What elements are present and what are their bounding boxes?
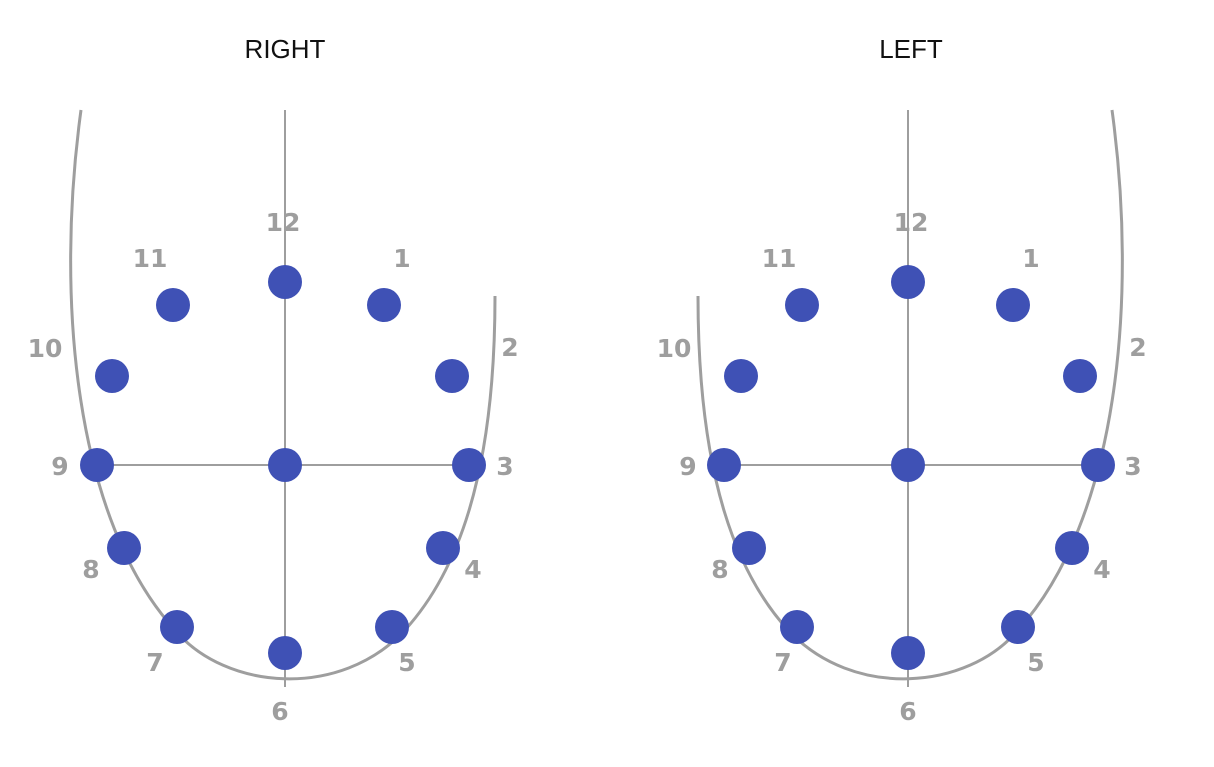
right-diagram: RIGHT 1 2 3 4 5 6 7 8 — [28, 34, 519, 726]
right-title: RIGHT — [245, 34, 326, 64]
left-dot-9[interactable] — [707, 448, 741, 482]
right-label-2: 2 — [501, 333, 518, 362]
left-dot-1[interactable] — [996, 288, 1030, 322]
left-dot-10[interactable] — [724, 359, 758, 393]
right-dot-2[interactable] — [435, 359, 469, 393]
left-dot-11[interactable] — [785, 288, 819, 322]
right-outline — [69, 109, 497, 681]
left-label-1: 1 — [1022, 244, 1039, 273]
left-dot-12[interactable] — [891, 265, 925, 299]
left-dot-center[interactable] — [891, 448, 925, 482]
right-dot-12[interactable] — [268, 265, 302, 299]
left-label-11: 11 — [762, 244, 797, 273]
right-label-6: 6 — [271, 697, 288, 726]
right-labels: 1 2 3 4 5 6 7 8 9 10 11 12 — [28, 208, 519, 726]
right-dot-8[interactable] — [107, 531, 141, 565]
left-dot-3[interactable] — [1081, 448, 1115, 482]
left-dot-4[interactable] — [1055, 531, 1089, 565]
right-dot-6[interactable] — [268, 636, 302, 670]
right-label-1: 1 — [393, 244, 410, 273]
left-label-6: 6 — [899, 697, 916, 726]
right-dot-10[interactable] — [95, 359, 129, 393]
right-label-4: 4 — [464, 555, 481, 584]
left-label-2: 2 — [1129, 333, 1146, 362]
left-labels: 1 2 3 4 5 6 7 8 9 10 11 12 — [657, 208, 1147, 726]
left-label-3: 3 — [1124, 452, 1141, 481]
left-dot-8[interactable] — [732, 531, 766, 565]
right-dot-9[interactable] — [80, 448, 114, 482]
right-dots — [80, 265, 486, 670]
right-label-3: 3 — [496, 452, 513, 481]
right-dot-7[interactable] — [160, 610, 194, 644]
left-dot-6[interactable] — [891, 636, 925, 670]
left-label-8: 8 — [711, 555, 728, 584]
left-dot-2[interactable] — [1063, 359, 1097, 393]
left-label-5: 5 — [1027, 648, 1044, 677]
right-label-9: 9 — [51, 452, 68, 481]
left-dot-7[interactable] — [780, 610, 814, 644]
right-label-7: 7 — [146, 648, 163, 677]
right-label-11: 11 — [133, 244, 168, 273]
right-label-8: 8 — [82, 555, 99, 584]
left-diagram: LEFT 1 2 3 4 5 6 7 8 — [657, 34, 1147, 726]
left-dots — [707, 265, 1115, 670]
left-outline — [696, 109, 1124, 681]
left-label-9: 9 — [679, 452, 696, 481]
left-label-12: 12 — [894, 208, 929, 237]
left-label-4: 4 — [1093, 555, 1110, 584]
right-dot-4[interactable] — [426, 531, 460, 565]
right-label-10: 10 — [28, 334, 63, 363]
left-label-10: 10 — [657, 334, 692, 363]
right-dot-center[interactable] — [268, 448, 302, 482]
right-dot-5[interactable] — [375, 610, 409, 644]
right-label-12: 12 — [266, 208, 301, 237]
right-label-5: 5 — [398, 648, 415, 677]
right-dot-3[interactable] — [452, 448, 486, 482]
right-dot-11[interactable] — [156, 288, 190, 322]
left-label-7: 7 — [774, 648, 791, 677]
left-dot-5[interactable] — [1001, 610, 1035, 644]
left-title: LEFT — [879, 34, 943, 64]
right-dot-1[interactable] — [367, 288, 401, 322]
